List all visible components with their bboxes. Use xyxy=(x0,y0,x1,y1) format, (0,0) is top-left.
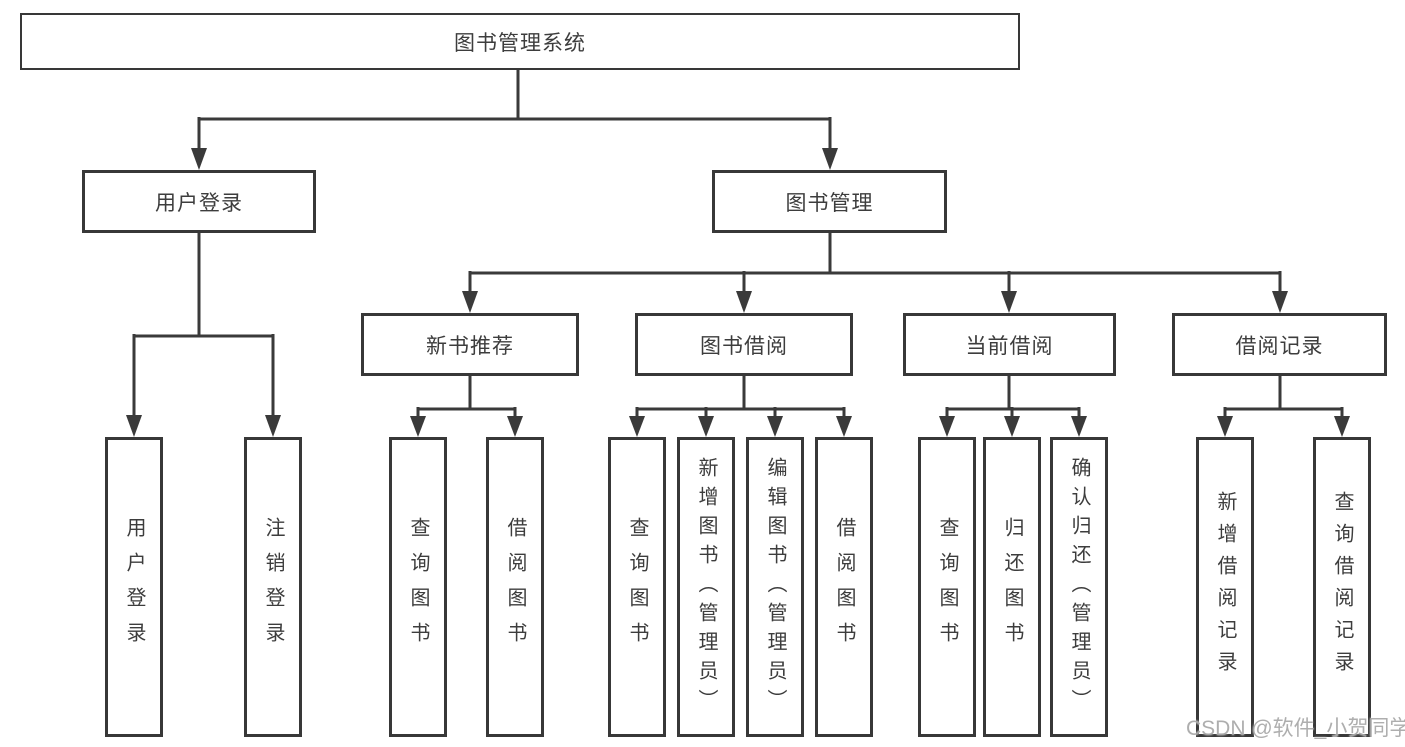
leaf-bb-add-books-admin: 新增图书（管理员） xyxy=(677,437,735,737)
connector-new-book-rec-children xyxy=(410,376,523,437)
watermark-text: CSDN @软件_小贺同学 xyxy=(1186,717,1405,740)
leaf-logout: 注销登录 xyxy=(244,437,302,737)
leaf-nb-borrow-books: 借阅图书 xyxy=(486,437,544,737)
node-book-borrow: 图书借阅 xyxy=(635,313,853,376)
node-book-mgmt: 图书管理 xyxy=(712,170,947,233)
leaf-cb-confirm-return-admin: 确认归还（管理员） xyxy=(1050,437,1108,737)
connector-current-borrow-children xyxy=(939,376,1087,437)
connector-book-mgmt-children xyxy=(462,233,1288,313)
connector-borrow-record-children xyxy=(1217,376,1350,437)
leaf-user-login: 用户登录 xyxy=(105,437,163,737)
leaf-bb-query-books: 查询图书 xyxy=(608,437,666,737)
node-root: 图书管理系统 xyxy=(20,13,1020,70)
node-current-borrow: 当前借阅 xyxy=(903,313,1116,376)
leaf-bb-borrow-books: 借阅图书 xyxy=(815,437,873,737)
leaf-cb-return-books: 归还图书 xyxy=(983,437,1041,737)
connector-user-login-children xyxy=(126,233,281,437)
node-borrow-record: 借阅记录 xyxy=(1172,313,1387,376)
connector-root-to-level2 xyxy=(191,70,838,170)
leaf-br-query-record: 查询借阅记录 xyxy=(1313,437,1371,737)
leaf-br-add-record: 新增借阅记录 xyxy=(1196,437,1254,737)
connector-book-borrow-children xyxy=(629,376,852,437)
leaf-nb-query-books: 查询图书 xyxy=(389,437,447,737)
leaf-cb-query-books: 查询图书 xyxy=(918,437,976,737)
leaf-bb-edit-books-admin: 编辑图书（管理员） xyxy=(746,437,804,737)
node-new-book-rec: 新书推荐 xyxy=(361,313,579,376)
node-user-login: 用户登录 xyxy=(82,170,316,233)
